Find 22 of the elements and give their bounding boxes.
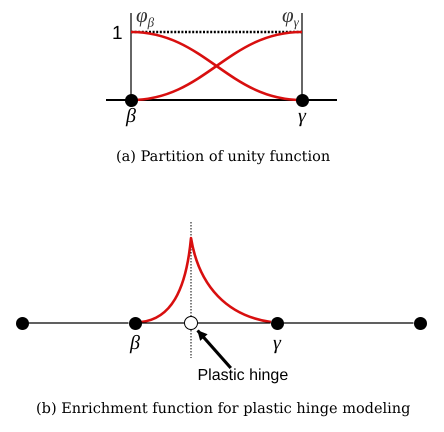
node-label: β <box>130 333 140 353</box>
element-line <box>198 322 270 324</box>
node-dot <box>128 316 142 330</box>
figure-caption: (a) Partition of unity function <box>116 150 330 164</box>
node-dot <box>414 316 426 330</box>
open-circle <box>184 316 198 330</box>
function-label: φ$_{γ}$ <box>282 5 299 29</box>
tick-label: 1 <box>112 24 123 43</box>
node-dot <box>270 316 284 330</box>
node-dot <box>16 316 28 330</box>
element-line <box>28 322 128 324</box>
leader-arrow <box>196 329 232 370</box>
node-label: β <box>126 106 136 126</box>
element-line <box>284 322 414 324</box>
node-label: γ <box>298 106 306 126</box>
function-label: φ$_{β}$ <box>136 5 154 29</box>
node-label: γ <box>273 333 281 353</box>
callout-text: Plastic hinge <box>198 368 288 384</box>
element-line <box>142 322 184 324</box>
figure-caption: (b) Enrichment function for plastic hinge modeling <box>36 402 410 416</box>
node-dot <box>124 94 138 106</box>
node-dot <box>296 94 308 106</box>
